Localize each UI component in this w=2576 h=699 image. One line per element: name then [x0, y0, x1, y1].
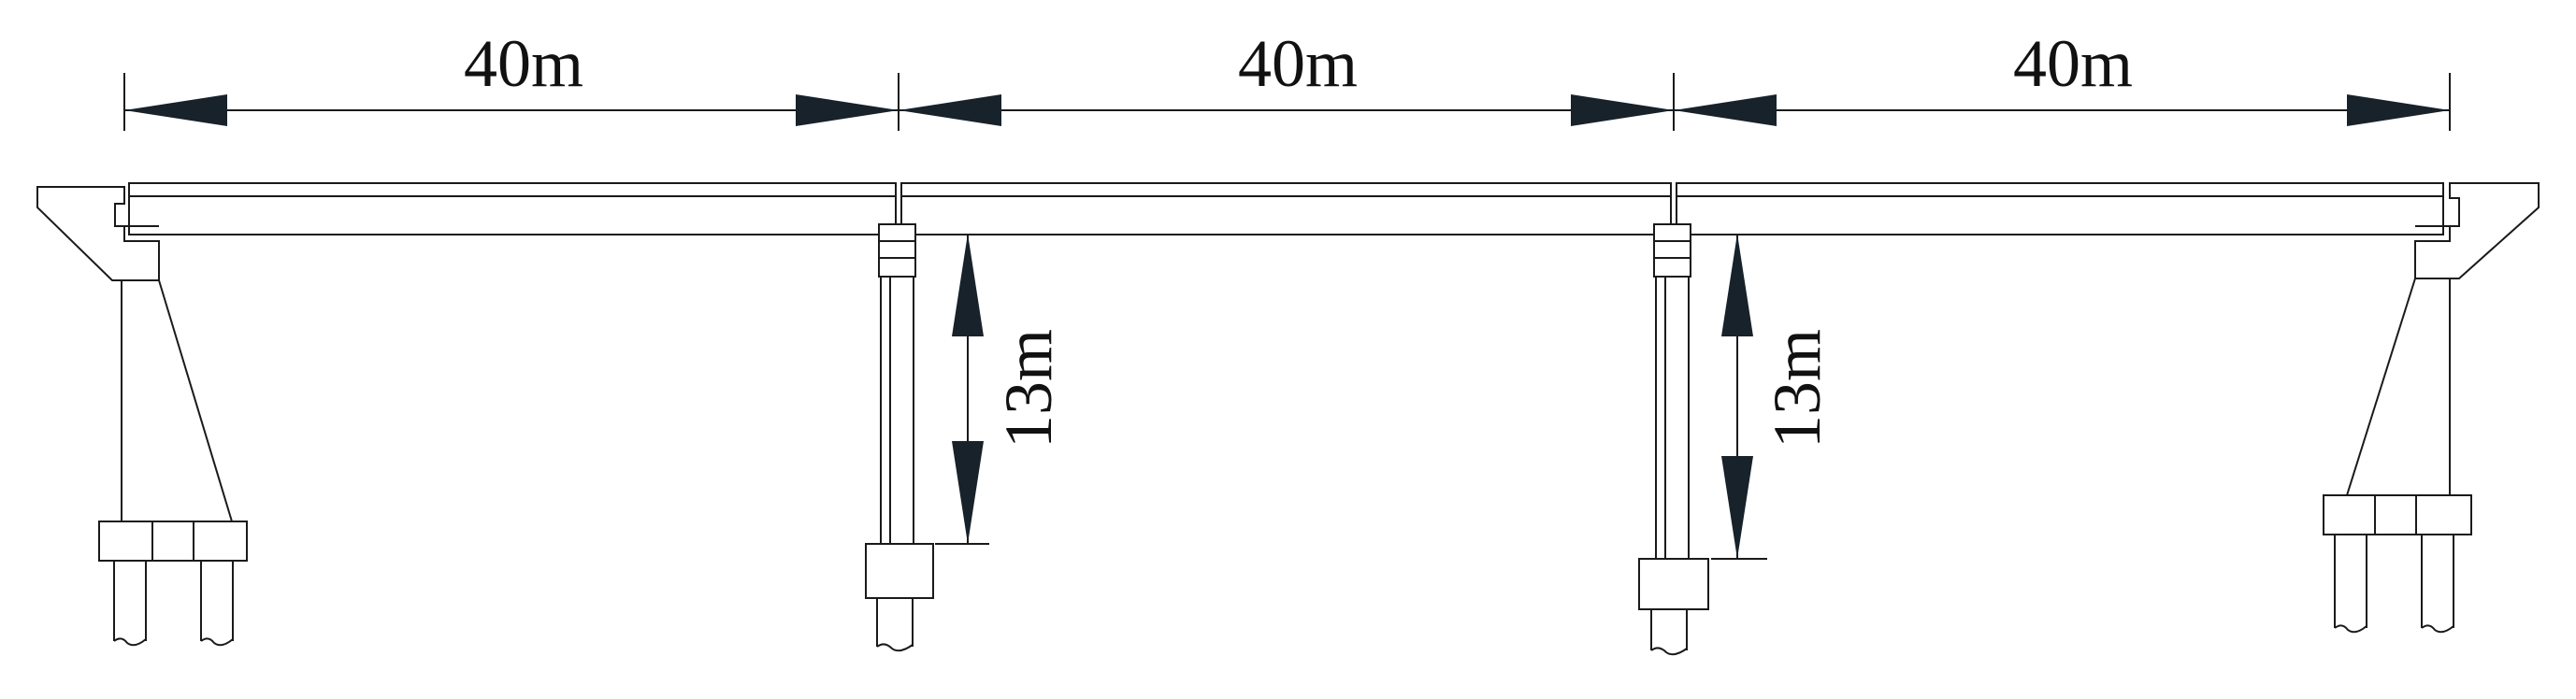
pier-2-column: [1655, 276, 1690, 560]
pier-2-pile: [1650, 609, 1688, 656]
span1-arrow-left: [124, 94, 227, 126]
pier-1-height-arrow-top: [952, 234, 984, 336]
girder-span-1: [128, 182, 897, 235]
pier-1-footing: [865, 543, 934, 599]
span2-arrow-left: [899, 94, 1001, 126]
span3-arrow-right: [2347, 94, 2450, 126]
right-pile-1: [2334, 535, 2367, 634]
pier-1-pile: [876, 598, 914, 652]
pier-1-column: [880, 276, 914, 545]
girder-span-3: [1676, 182, 2444, 235]
span2-arrow-right: [1571, 94, 1674, 126]
deck: [128, 182, 2444, 235]
right-abutment-cap: [2414, 182, 2540, 279]
span-label-3: 40m: [2013, 26, 2133, 101]
span-label-2: 40m: [1238, 26, 1358, 101]
right-abutment: [2323, 182, 2540, 634]
left-abutment-wall-back: [158, 279, 233, 522]
left-abutment-footing: [98, 521, 248, 562]
left-pile-1: [113, 561, 147, 647]
pier-1-bearing: [878, 223, 916, 278]
left-abutment-cap: [36, 186, 160, 281]
right-pile-2: [2421, 535, 2454, 634]
pier-2-bearing: [1653, 223, 1691, 278]
pier-1-height-arrow-bottom: [952, 441, 984, 544]
pier-2-height-arrow-top: [1721, 234, 1753, 336]
pier-2-footing: [1638, 558, 1709, 610]
span-label-1: 40m: [464, 26, 583, 101]
pier-1: 13m: [865, 223, 1066, 652]
right-abutment-footing: [2323, 494, 2472, 535]
right-abutment-wall-back: [2346, 278, 2416, 496]
pier-2: 13m: [1638, 223, 1835, 656]
left-pile-2: [200, 561, 234, 647]
pier-1-height-label: 13m: [991, 329, 1066, 449]
span-dimension: 40m 40m 40m: [123, 26, 2451, 131]
span3-arrow-left: [1674, 94, 1777, 126]
girder-span-2: [900, 182, 1672, 235]
pier-2-height-arrow-bottom: [1721, 456, 1753, 559]
span1-arrow-right: [796, 94, 899, 126]
pier-2-height-label: 13m: [1760, 329, 1835, 449]
left-abutment: [36, 186, 248, 647]
